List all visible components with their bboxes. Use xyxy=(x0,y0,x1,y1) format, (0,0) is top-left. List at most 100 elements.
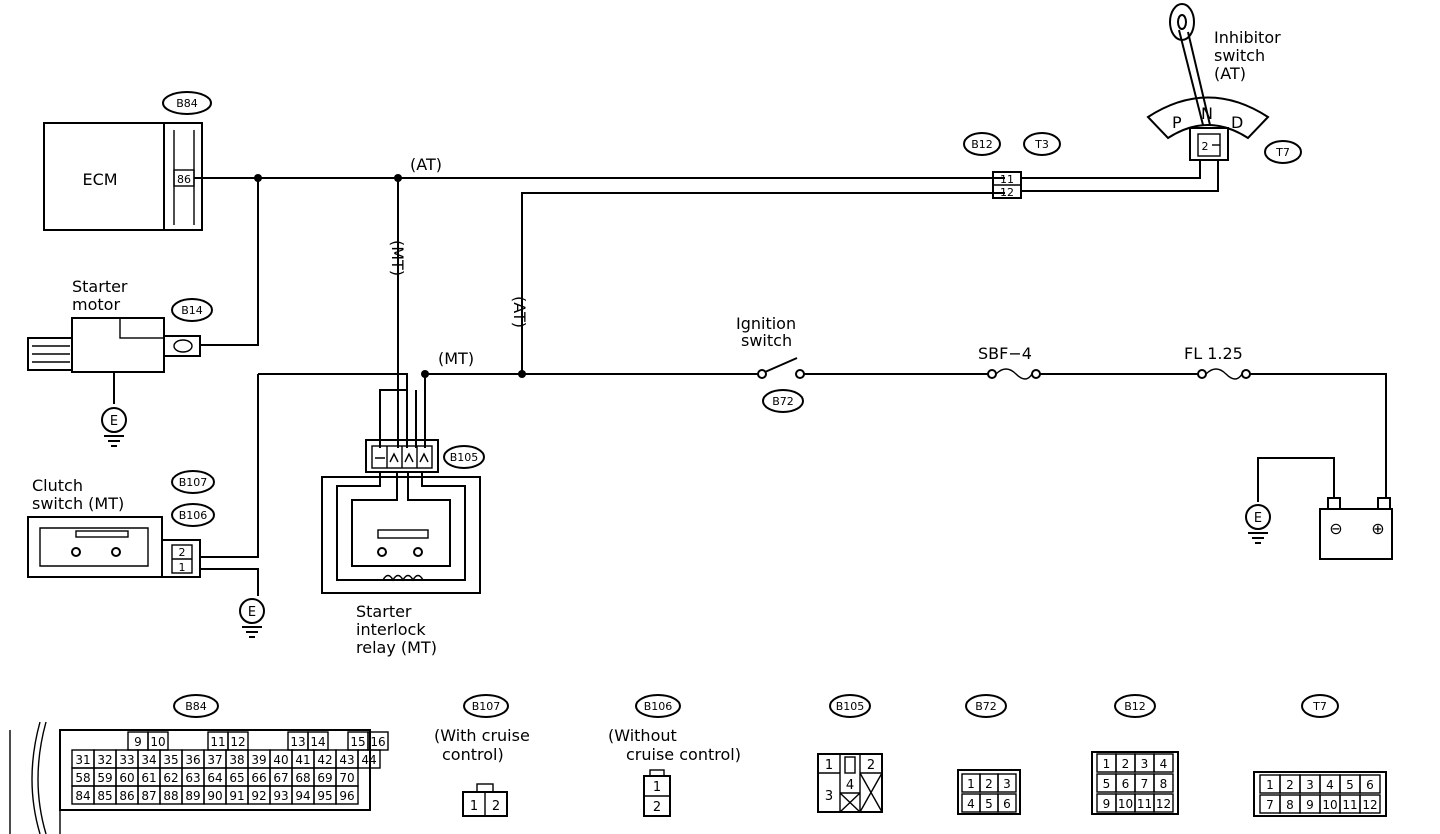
ecm-connector xyxy=(163,122,203,231)
ignition-label-2: switch xyxy=(741,331,792,350)
b12-cell xyxy=(1153,793,1174,813)
svg-text:12: 12 xyxy=(1000,186,1014,199)
svg-text:2: 2 xyxy=(492,799,500,814)
b84-r3-pin: 69 xyxy=(317,771,332,785)
inhibitor-label-2: switch xyxy=(1214,46,1265,65)
b14-connector xyxy=(163,335,201,357)
wire-label-mt-relay: (MT) xyxy=(438,349,474,368)
b84-r1-pin: 15 xyxy=(350,735,365,749)
svg-text:2: 2 xyxy=(1202,140,1209,153)
legend-b84-tag xyxy=(173,694,219,718)
b84-r2-pin: 37 xyxy=(207,753,222,767)
b84-r1-pin: 9 xyxy=(134,735,142,749)
b84-r2-cell xyxy=(357,749,381,769)
legend-t7-connector xyxy=(1253,771,1387,817)
b72-cell xyxy=(997,773,1017,793)
b84-r2-pin: 33 xyxy=(119,753,134,767)
b72-pin: 3 xyxy=(1003,777,1011,791)
b84-r4-pin: 93 xyxy=(273,789,288,803)
legend-b106-caption-1: (Without xyxy=(608,726,677,745)
b84-r4-pin: 85 xyxy=(97,789,112,803)
t7-pin: 1 xyxy=(1266,778,1274,792)
b12-cell xyxy=(1153,773,1174,793)
wire-label-at-top: (AT) xyxy=(410,155,442,174)
legend-t7-tag xyxy=(1301,694,1339,718)
b84-r4-pin: 96 xyxy=(339,789,354,803)
svg-text:B107: B107 xyxy=(472,700,501,713)
svg-text:B84: B84 xyxy=(185,700,207,713)
wire-label-at-vertical: (AT) xyxy=(510,296,529,328)
legend-b105-connector xyxy=(817,753,883,813)
wire-clutch-2 xyxy=(200,374,259,558)
b84-r2-pin: 44 xyxy=(361,753,376,767)
b84-r3-pin: 62 xyxy=(163,771,178,785)
legend-b72-tag xyxy=(965,694,1007,718)
b12-pin: 6 xyxy=(1122,777,1130,791)
svg-text:2: 2 xyxy=(179,546,186,559)
wire-b12-inhibitor-1 xyxy=(1021,160,1201,179)
svg-text:P: P xyxy=(1172,113,1182,132)
b84-r4-pin: 92 xyxy=(251,789,266,803)
t7-pin: 2 xyxy=(1286,778,1294,792)
b72-pin: 5 xyxy=(985,797,993,811)
svg-text:T3: T3 xyxy=(1034,138,1049,151)
b84-r4-pin: 87 xyxy=(141,789,156,803)
inhibitor-connector xyxy=(1189,127,1229,161)
legend-b107-tag xyxy=(463,694,509,718)
b12-tag xyxy=(963,132,1001,156)
b72-pin: 2 xyxy=(985,777,993,791)
b12-pin: 11 xyxy=(1137,797,1152,811)
t3-tag xyxy=(1023,132,1061,156)
b84-r1-pin: 12 xyxy=(230,735,245,749)
t7-pin: 9 xyxy=(1306,798,1314,812)
legend-b105-tag xyxy=(829,694,871,718)
b84-r4-pin: 95 xyxy=(317,789,332,803)
svg-text:B72: B72 xyxy=(975,700,997,713)
b84-r4-pin: 94 xyxy=(295,789,310,803)
wire-at-vertical xyxy=(521,192,1005,374)
wire-label-mt-vertical: (MT) xyxy=(388,240,407,276)
b84-r2-pin: 34 xyxy=(141,753,156,767)
legend-b106-tag xyxy=(635,694,681,718)
starter-motor-label-1: Starter xyxy=(72,277,128,296)
clutch-connector xyxy=(161,539,201,578)
b12-pin: 12 xyxy=(1156,797,1171,811)
t7-tag xyxy=(1264,140,1302,164)
b72-pin: 4 xyxy=(967,797,975,811)
svg-text:B14: B14 xyxy=(181,304,203,317)
svg-text:B12: B12 xyxy=(971,138,993,151)
svg-text:B106: B106 xyxy=(179,509,208,522)
b84-r2-pin: 41 xyxy=(295,753,310,767)
b12-pin: 4 xyxy=(1160,757,1168,771)
legend-b12-tag xyxy=(1114,694,1156,718)
svg-text:B72: B72 xyxy=(772,395,794,408)
t7-pin: 4 xyxy=(1326,778,1334,792)
b84-r2-pin: 35 xyxy=(163,753,178,767)
b12-pin: 7 xyxy=(1141,777,1149,791)
svg-text:T7: T7 xyxy=(1275,146,1290,159)
fuse-sbf-label: SBF−4 xyxy=(978,344,1032,363)
legend-b84-box xyxy=(59,729,371,811)
svg-text:E: E xyxy=(1254,511,1262,526)
starter-motor-box xyxy=(71,317,165,373)
b12-cell xyxy=(1153,753,1174,773)
svg-text:2: 2 xyxy=(867,758,875,773)
b84-r4-pin: 91 xyxy=(229,789,244,803)
t7-pin: 8 xyxy=(1286,798,1294,812)
svg-text:1: 1 xyxy=(179,561,186,574)
clutch-label-2: switch (MT) xyxy=(32,494,124,513)
ground-battery xyxy=(1245,504,1271,530)
b12-pin: 1 xyxy=(1103,757,1111,771)
svg-text:⊕: ⊕ xyxy=(1371,519,1384,538)
b12-pin: 2 xyxy=(1122,757,1130,771)
b84-r3-pin: 59 xyxy=(97,771,112,785)
b84-r3-pin: 64 xyxy=(207,771,222,785)
b84-r3-pin: 66 xyxy=(251,771,266,785)
t7-pin: 3 xyxy=(1306,778,1314,792)
clutch-label-1: Clutch xyxy=(32,476,83,495)
b84-r2-pin: 40 xyxy=(273,753,288,767)
ground-clutch xyxy=(239,598,265,624)
b12-pin: 3 xyxy=(1141,757,1149,771)
